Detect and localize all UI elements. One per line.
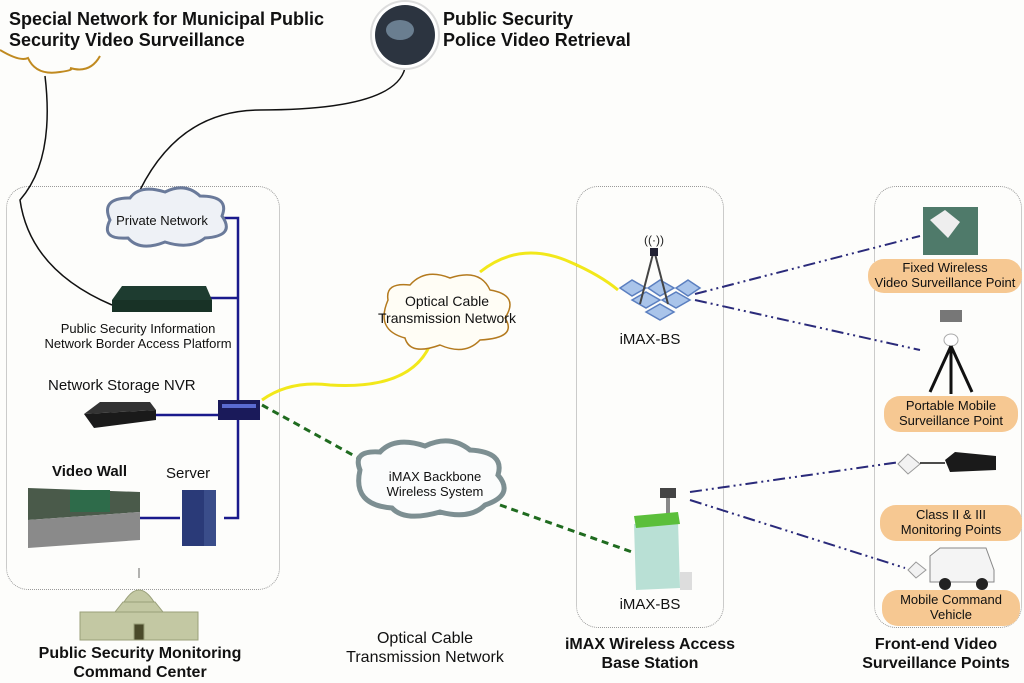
mobile-vehicle-pill: Mobile Command Vehicle [882,590,1020,626]
base-station-title: iMAX Wireless Access Base Station [564,636,735,672]
police-retrieval-label: Public Security Police Video Retrieval [443,9,631,51]
imax-bs-tower: ((·)) [618,233,702,321]
portable-tripod-camera [928,310,974,394]
command-center-title: Public Security Monitoring Command Cente… [38,645,242,681]
nvr-device [84,402,156,428]
special-network-label: Special Network for Municipal Public Sec… [9,9,325,51]
private-network-cloud [105,186,228,248]
server-device [182,490,216,546]
mobile-command-vehicle [907,547,995,590]
frontend-zone [874,186,1022,628]
optical-link [261,251,619,402]
frontend-title: Front-end Video Surveillance Points [862,636,1010,672]
border-platform-label: Public Security Information Network Bord… [44,321,232,352]
private-network-label: Private Network [116,213,208,228]
nvr-label: Network Storage NVR [48,377,196,394]
link-police-to-private-network [139,67,406,191]
fixed-wireless-pill: Fixed Wireless Video Surveillance Point [868,259,1022,293]
optical-cloud-label: Optical Cable Transmission Network [378,293,516,326]
video-wall-label: Video Wall [52,463,128,480]
optical-cable-title: Optical Cable Transmission Network [346,630,504,666]
link-special-network-to-border [19,75,113,306]
special-network-cloud [0,49,101,74]
command-center-zone [6,186,280,590]
imax-cloud-label: iMAX Backbone Wireless System [386,469,484,500]
imax-bs-bottom-label: iMAX-BS [619,596,681,613]
portable-mobile-pill: Portable Mobile Surveillance Point [884,396,1018,432]
fixed-wireless-camera [923,207,978,255]
class-monitoring-device [897,452,996,475]
class-monitoring-pill: Class II & III Monitoring Points [880,505,1022,541]
border-platform-device [112,286,212,312]
server-label: Server [166,465,211,482]
police-officer-photo [370,0,440,70]
wireless-access-links [689,235,921,569]
imax-bs-building [634,488,692,590]
base-station-zone [576,186,724,628]
svg-text:((·)): ((·)) [644,233,664,247]
command-center-building [79,568,199,641]
imax-bs-top-label: iMAX-BS [619,331,681,348]
optical-cloud-shape [383,273,511,351]
imax-cloud-shape [355,438,507,519]
switch-device [218,400,260,420]
video-wall-device [28,488,140,548]
